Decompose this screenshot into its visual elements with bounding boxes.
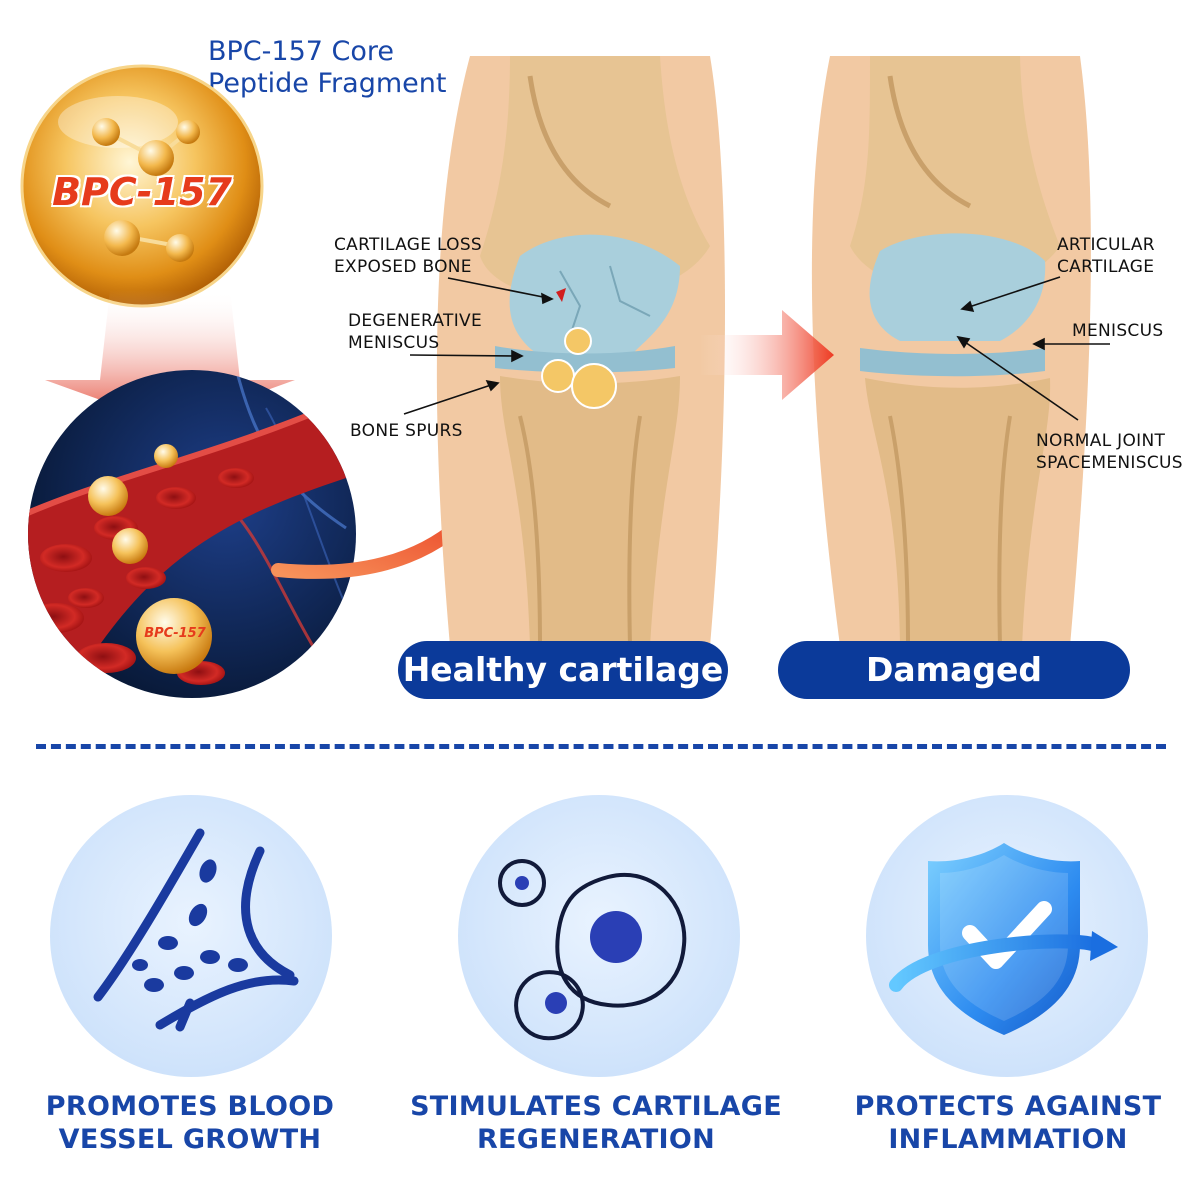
bpc-capsule: BPC-157 [18,62,266,310]
annotation-bone-spurs: BONE SPURS [350,421,463,441]
annotation-articular-line2: CARTILAGE [1057,257,1155,277]
knee-left [410,56,740,646]
benefit-2-line2: REGENERATION [476,1124,716,1155]
annotation-degenerative-line1: DEGENERATIVE [348,311,483,331]
core-title-line1: BPC-157 Core [208,36,395,67]
annotation-articular-line1: ARTICULAR [1057,235,1155,255]
damaged-knee-icon [436,56,725,646]
blood-vessel-scene-icon [28,370,356,698]
benefit-circle-2 [458,795,740,1077]
benefit-label-2: STIMULATES CARTILAGE REGENERATION [406,1090,786,1156]
blood-vessel-illustration: BPC-157 [26,368,358,700]
blood-vessel-icon [93,828,299,1032]
core-peptide-title: BPC-157 Core Peptide Fragment [208,36,528,100]
benefit-circle-1 [50,795,332,1077]
small-capsule-label: BPC-157 [144,626,206,641]
benefit-label-3: PROTECTS AGAINST INFLAMMATION [818,1090,1198,1156]
benefit-3-line2: INFLAMMATION [888,1124,1128,1155]
right-arrow-icon [700,310,834,400]
benefit-1-line1: PROMOTES BLOOD [45,1091,335,1122]
annotation-degenerative-line2: MENISCUS [348,333,440,353]
annotation-normal-joint-line1: NORMAL JOINT [1036,431,1166,451]
annotation-normal-joint-line2: SPACEMENISCUS [1036,453,1183,473]
benefit-1-line2: VESSEL GROWTH [58,1124,322,1155]
comparison-arrow [700,300,840,410]
core-title-line2: Peptide Fragment [208,68,447,99]
golden-sphere-icon [20,64,264,308]
healthy-cartilage-pill: Healthy cartilage [398,641,728,699]
shield-check-icon [889,843,1118,1035]
cell-regeneration-icon [498,859,687,1041]
annotation-meniscus: MENISCUS [1072,321,1164,341]
capsule-label: BPC-157 [52,170,232,214]
annotation-cartilage-loss-line2: EXPOSED BONE [334,257,472,277]
section-divider [36,744,1166,749]
benefit-2-line1: STIMULATES CARTILAGE [410,1091,782,1122]
benefit-3-line1: PROTECTS AGAINST [854,1091,1162,1122]
annotation-cartilage-loss-line1: CARTILAGE LOSS [334,235,483,255]
knee-right [790,56,1110,646]
healthy-knee-icon [811,56,1091,646]
benefit-label-1: PROMOTES BLOOD VESSEL GROWTH [0,1090,380,1156]
damaged-cartilage-pill: Damaged cartilage [778,641,1130,747]
benefit-circle-3 [866,795,1148,1077]
